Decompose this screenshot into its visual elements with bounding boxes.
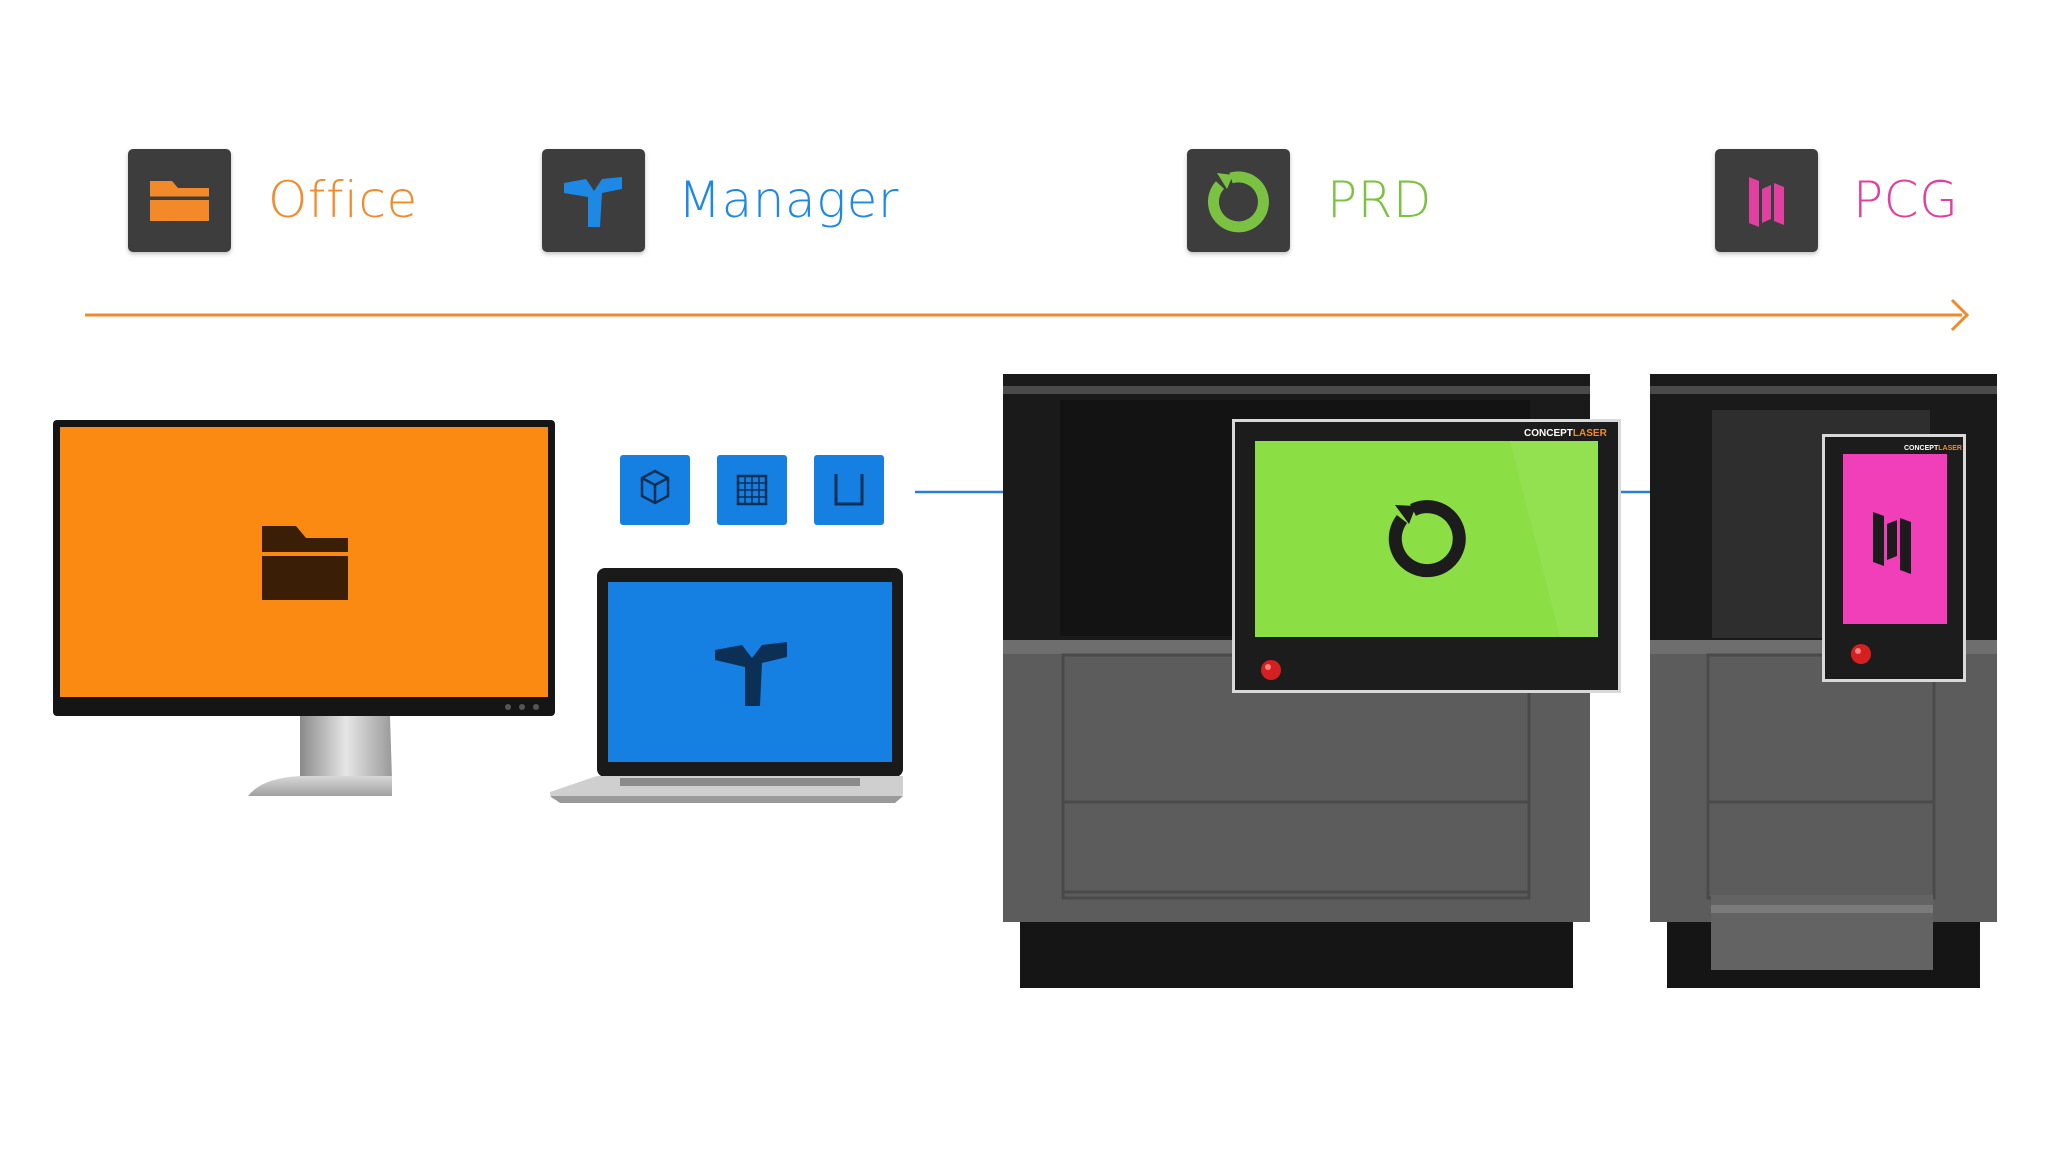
tool-icon-cube	[620, 455, 690, 525]
brand-logo: CONCEPTLASER	[1524, 428, 1608, 439]
office-app-tile[interactable]	[128, 149, 231, 252]
office-label: Office	[268, 171, 418, 229]
manager-label: Manager	[678, 171, 899, 229]
pcg-label: PCG	[1853, 171, 1959, 229]
folder-icon	[150, 181, 209, 221]
pcg-machine: CONCEPTLASER	[1650, 374, 1997, 988]
manager-y-icon	[715, 642, 787, 706]
pcg-app-tile[interactable]	[1715, 149, 1818, 252]
prd-screen	[1255, 441, 1598, 637]
brand-logo: CONCEPTLASER	[1904, 445, 1962, 452]
manager-y-icon	[564, 177, 622, 227]
tool-icon-grid	[717, 455, 787, 525]
ring-icon	[1388, 500, 1466, 578]
prd-label: PRD	[1327, 171, 1432, 229]
folder-icon	[262, 526, 348, 600]
manager-laptop	[550, 568, 903, 803]
office-monitor	[53, 420, 555, 796]
prd-app-tile[interactable]	[1187, 149, 1290, 252]
prd-machine: CONCEPTLASER	[1003, 374, 1621, 988]
pcg-icon	[1749, 177, 1784, 227]
tool-icon-tray	[814, 455, 884, 525]
timeline-arrow	[85, 298, 1970, 332]
manager-app-tile[interactable]	[542, 149, 645, 252]
ring-icon	[1208, 171, 1269, 233]
pcg-icon	[1873, 512, 1911, 574]
